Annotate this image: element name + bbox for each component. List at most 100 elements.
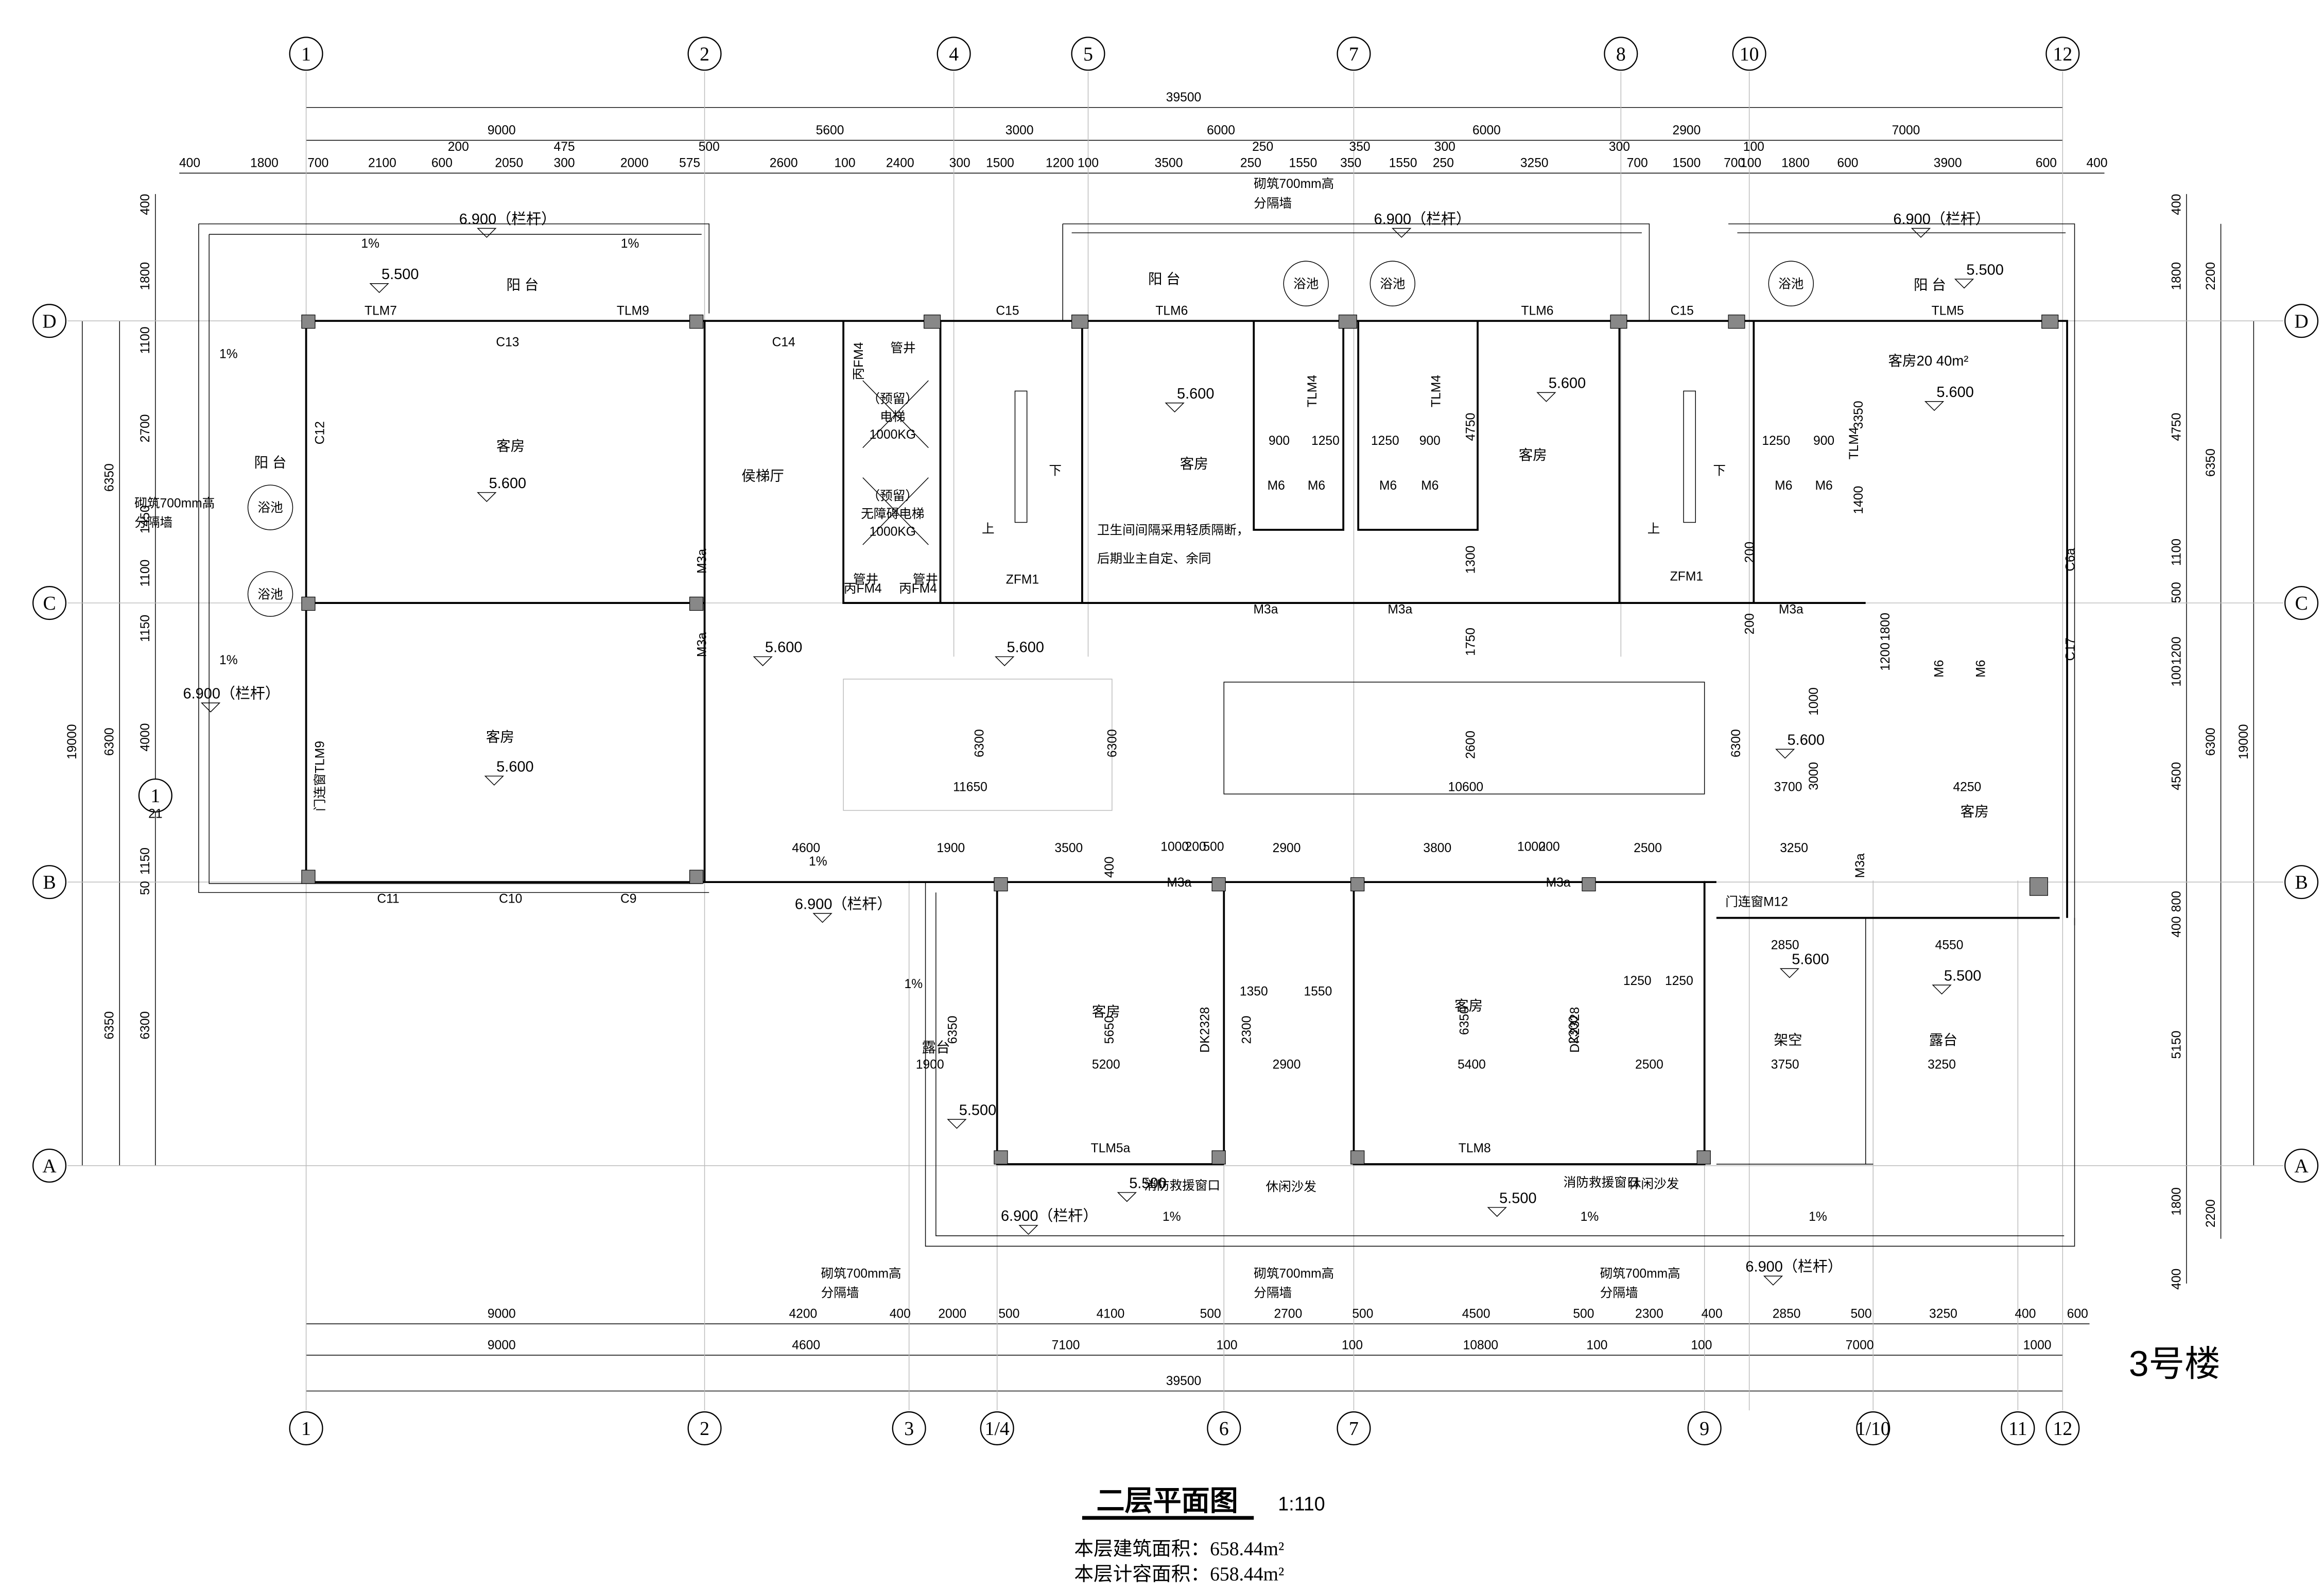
section-mark: 21 [148, 807, 162, 821]
interior-dimension: 2900 [1273, 1058, 1301, 1071]
dimension: 2200 [2204, 262, 2218, 290]
stair-direction: 下 [1049, 464, 1062, 478]
interior-dimension: 900 [1813, 434, 1834, 448]
room-label: 阳 台 [507, 276, 539, 292]
opening-label: M3a [695, 632, 709, 657]
opening-label: C9 [620, 892, 636, 906]
interior-dimension: 1000 [1807, 687, 1821, 716]
dimension: 1500 [1672, 157, 1701, 170]
interior-dimension: 200 [1185, 840, 1206, 854]
dimension: 100 [1342, 1338, 1363, 1352]
elevation-triangle-icon [1911, 228, 1931, 238]
opening-label: C17 [2064, 637, 2078, 661]
opening-label: M6 [1815, 479, 1832, 493]
interior-dimension: 3250 [1780, 841, 1808, 855]
bath-label: 浴池 [1293, 276, 1319, 291]
elevation-mark: 6.900（栏杆） [795, 896, 892, 912]
dimension: 50 [138, 881, 152, 895]
dimension: 800 [2170, 891, 2183, 912]
rescue-window-label: 消防救援窗口 [1144, 1178, 1220, 1192]
dimension: 600 [431, 157, 453, 170]
shaft-label: 管井 [853, 572, 878, 586]
interior-dimension: 1200 [1879, 643, 1893, 671]
axis-label: 1 [301, 43, 311, 65]
elevation-triangle-icon [369, 283, 389, 293]
axis-label: 11 [2008, 1418, 2027, 1440]
interior-dimension: 1900 [936, 841, 965, 855]
axis-bubble [289, 37, 323, 71]
dimension: 300 [1434, 140, 1455, 154]
interior-dimension: 1750 [1464, 628, 1478, 656]
dimension: 250 [1240, 157, 1261, 170]
elevation-triangle-icon [1117, 1192, 1137, 1202]
elevation-mark: 5.600 [765, 639, 803, 656]
dimension: 1200 [1046, 157, 1074, 170]
wall-note: 砌筑700mm高 [1600, 1266, 1680, 1281]
slope-mark: 1% [1163, 1210, 1181, 1224]
dimension: 600 [1837, 157, 1858, 170]
dimension: 400 [2170, 916, 2183, 938]
axis-bubble [32, 865, 67, 900]
opening-label: M6 [1932, 660, 1946, 678]
axis-label: B [2295, 872, 2308, 893]
elevation-triangle-icon [1763, 1275, 1783, 1286]
elevator-label: 1000KG [870, 525, 916, 539]
partition-note: 后期业主自定、余同 [1097, 551, 1211, 566]
dimension: 100 [2170, 666, 2183, 687]
bath-label: 浴池 [1778, 276, 1803, 291]
dimension: 9000 [488, 1307, 516, 1321]
interior-dimension: 2900 [1273, 841, 1301, 855]
axis-bubble [687, 37, 722, 71]
elevation-mark: 5.600 [1007, 639, 1045, 656]
interior-dimension: 1250 [1311, 434, 1340, 448]
dimension: 2200 [2204, 1199, 2218, 1227]
opening-label: C10 [499, 892, 522, 906]
dimension: 700 [1724, 157, 1745, 170]
dimension: 4500 [1462, 1307, 1490, 1321]
opening-label: M3a [1167, 876, 1191, 890]
interior-dimension: 3500 [1054, 841, 1083, 855]
opening-label: DK2328 [1198, 1007, 1212, 1053]
axis-label: 12 [2053, 1418, 2073, 1440]
room-label: 露台 [1929, 1032, 1957, 1048]
shaft-label: 管井 [890, 341, 915, 355]
room-label: 客房 [486, 729, 514, 745]
elevation-triangle-icon [1392, 228, 1412, 238]
dimension: 39500 [1166, 1374, 1201, 1388]
elevation-mark: 6.900（栏杆） [1374, 211, 1471, 228]
dimension: 4200 [789, 1307, 817, 1321]
opening-label: 丙FM4 [844, 582, 882, 596]
dimension: 2050 [495, 157, 523, 170]
room-label: 客房 [1961, 804, 1989, 820]
building-number: 3号楼 [2129, 1344, 2221, 1384]
interior-dimension: 500 [1203, 840, 1224, 854]
axis-bubble [1071, 37, 1105, 71]
dimension: 400 [179, 157, 200, 170]
room-label: 客房 [496, 438, 525, 454]
interior-dimension: 6300 [1106, 729, 1120, 757]
opening-label: C14 [772, 335, 795, 349]
dimension: 350 [1340, 157, 1361, 170]
axis-label: 7 [1349, 1418, 1359, 1440]
dimension: 6300 [138, 1011, 152, 1040]
dimension: 300 [949, 157, 970, 170]
interior-dimension: 5200 [1092, 1058, 1120, 1071]
axis-bubble [32, 1148, 67, 1183]
wall-note: 砌筑700mm高 [821, 1266, 901, 1281]
elevator-label: 电梯 [880, 409, 905, 424]
axis-label: C [2295, 593, 2308, 614]
interior-dimension: 6300 [973, 729, 987, 757]
dimension: 1100 [138, 326, 152, 354]
interior-dimension: 11650 [953, 780, 987, 794]
axis-label: D [42, 310, 56, 332]
rescue-window-label: 消防救援窗口 [1564, 1175, 1640, 1189]
axis-label: D [2295, 310, 2309, 332]
dimension: 1150 [138, 848, 152, 875]
wall-note: 砌筑700mm高 [134, 496, 215, 511]
stair-direction: 下 [1713, 464, 1726, 478]
elevation-mark: 6.900（栏杆） [459, 211, 556, 228]
dimension: 500 [699, 140, 720, 154]
axis-bubble [2284, 1148, 2319, 1183]
dimension: 4750 [2170, 413, 2183, 441]
